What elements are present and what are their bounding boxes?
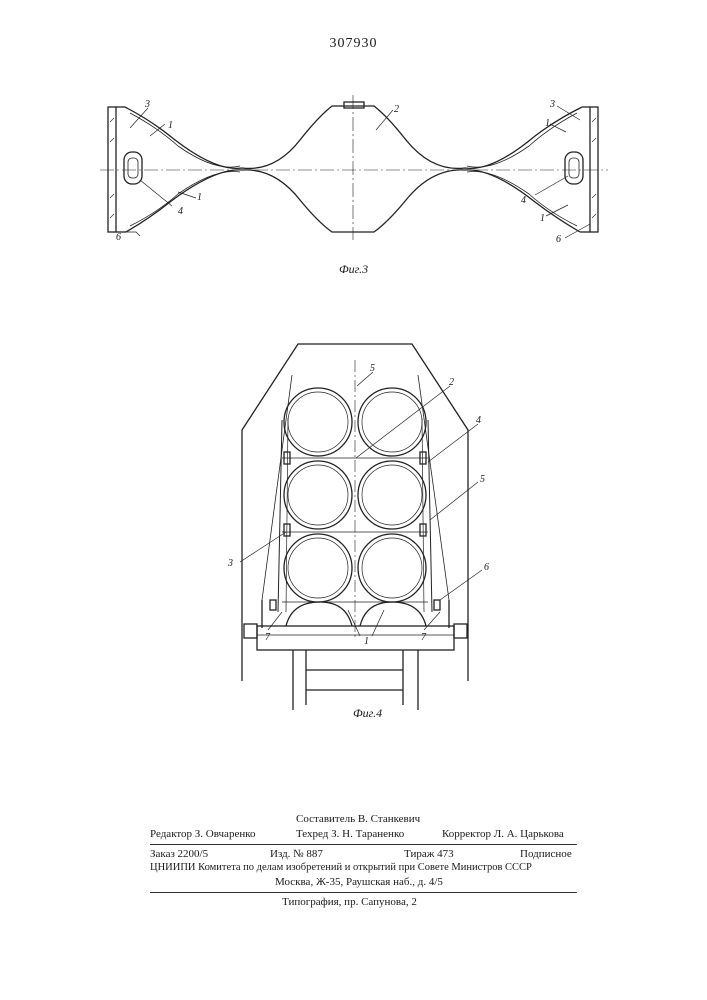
fig3-labels: 3 1 2 4 1 6 3 1 4 1 6 [116, 99, 561, 245]
fig4-label-3: 3 [227, 558, 233, 569]
fig4-label-5-top: 5 [370, 363, 375, 374]
credits-order: Заказ 2200/5 [150, 847, 208, 861]
credits-circulation: Тираж 473 [404, 847, 454, 861]
fig4-labels: 5 2 4 5 3 6 7 1 7 [227, 363, 489, 647]
credits-rule-top [150, 844, 577, 845]
fig4-label-2: 2 [449, 377, 454, 388]
credits-address: Москва, Ж-35, Раушская наб., д. 4/5 [275, 875, 443, 889]
fig3-drawing [100, 95, 608, 240]
credits-institute: ЦНИИПИ Комитета по делам изобретений и о… [150, 861, 532, 875]
credits-compiler: Составитель В. Станкевич [296, 812, 420, 826]
fig4-label-7-right: 7 [421, 632, 427, 643]
fig3-label-6-left: 6 [116, 232, 121, 243]
fig3-label-1-left-top: 1 [168, 120, 173, 131]
credits-editor: Редактор З. Овчаренко [150, 827, 256, 841]
fig4-caption: Фиг.4 [353, 706, 382, 721]
fig3-caption: Фиг.3 [339, 262, 368, 277]
fig3-label-3-left: 3 [144, 99, 150, 110]
fig3-label-3-right: 3 [549, 99, 555, 110]
fig4-label-5-right: 5 [480, 474, 485, 485]
fig3-label-6-right: 6 [556, 234, 561, 245]
credits-edition: Изд. № 887 [270, 847, 323, 861]
fig4-drawing [240, 344, 482, 710]
credits-printer: Типография, пр. Сапунова, 2 [282, 895, 417, 909]
fig3-label-4-right: 4 [521, 195, 526, 206]
fig3-label-4-left: 4 [178, 206, 183, 217]
fig4-label-4: 4 [476, 415, 481, 426]
fig3-label-1-right-top: 1 [545, 118, 550, 129]
fig4-label-6: 6 [484, 562, 489, 573]
fig3-label-1-left-bottom: 1 [197, 192, 202, 203]
fig3-label-2: 2 [394, 104, 399, 115]
credits-techred: Техред З. Н. Тараненко [296, 827, 404, 841]
fig4-label-7-left: 7 [265, 632, 271, 643]
credits-rule-bottom [150, 892, 577, 893]
credits-corrector: Корректор Л. А. Царькова [442, 827, 564, 841]
fig4-label-1: 1 [364, 636, 369, 647]
fig3-label-1-right-bottom: 1 [540, 213, 545, 224]
credits-subscription: Подписное [520, 847, 572, 861]
